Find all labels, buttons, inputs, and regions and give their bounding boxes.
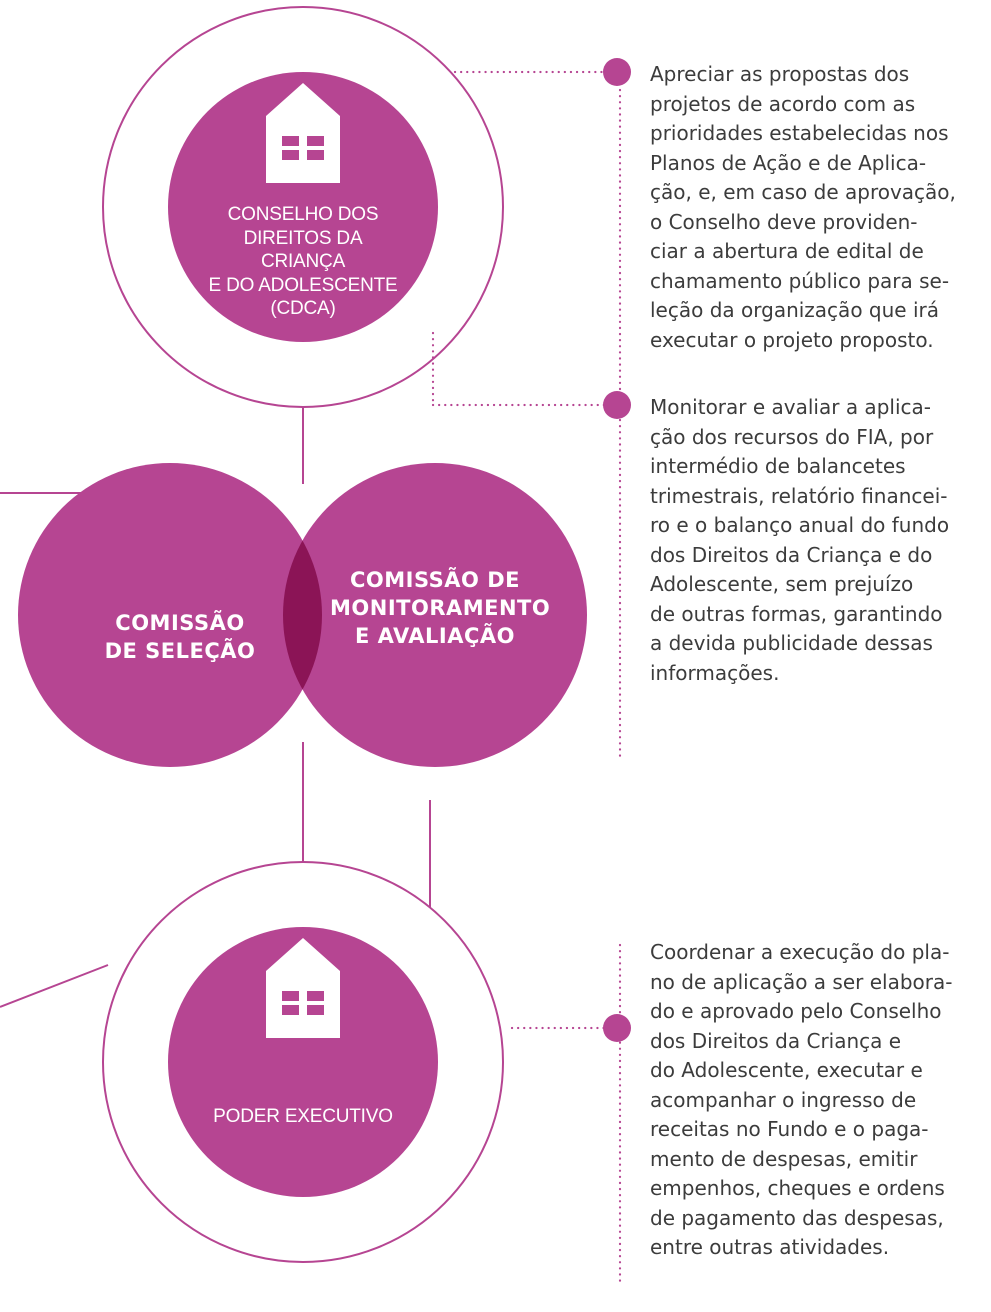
bullet-dot	[603, 58, 631, 86]
executive-inner-circle	[168, 927, 438, 1197]
executive-label: PODER EXECUTIVO	[213, 1106, 393, 1127]
executive-description: Coordenar a execução do pla- no de aplic…	[650, 940, 953, 1259]
house-icon	[266, 83, 340, 183]
commission-monitoring-circle	[283, 463, 587, 767]
connector-left-bottom	[0, 964, 109, 1008]
commission-selection-circle	[18, 463, 322, 767]
dotted-leaders	[431, 70, 622, 1285]
cdca-label: CONSELHO DOS DIREITOS DA CRIANÇA E DO AD…	[208, 204, 398, 319]
monitoring-description: Monitorar e avaliar a aplica- ção dos re…	[650, 395, 950, 685]
cdca-description: Apreciar as propostas dos projetos de ac…	[650, 62, 956, 352]
bullet-dot	[603, 1014, 631, 1042]
commission-selection-label: COMISSÃO DE SELEÇÃO	[104, 611, 256, 663]
house-icon	[266, 938, 340, 1038]
cdca-inner-circle	[168, 72, 438, 342]
bullet-dot	[603, 391, 631, 419]
commission-monitoring-label: COMISSÃO DE MONITORAMENTO E AVALIAÇÃO	[330, 568, 551, 648]
